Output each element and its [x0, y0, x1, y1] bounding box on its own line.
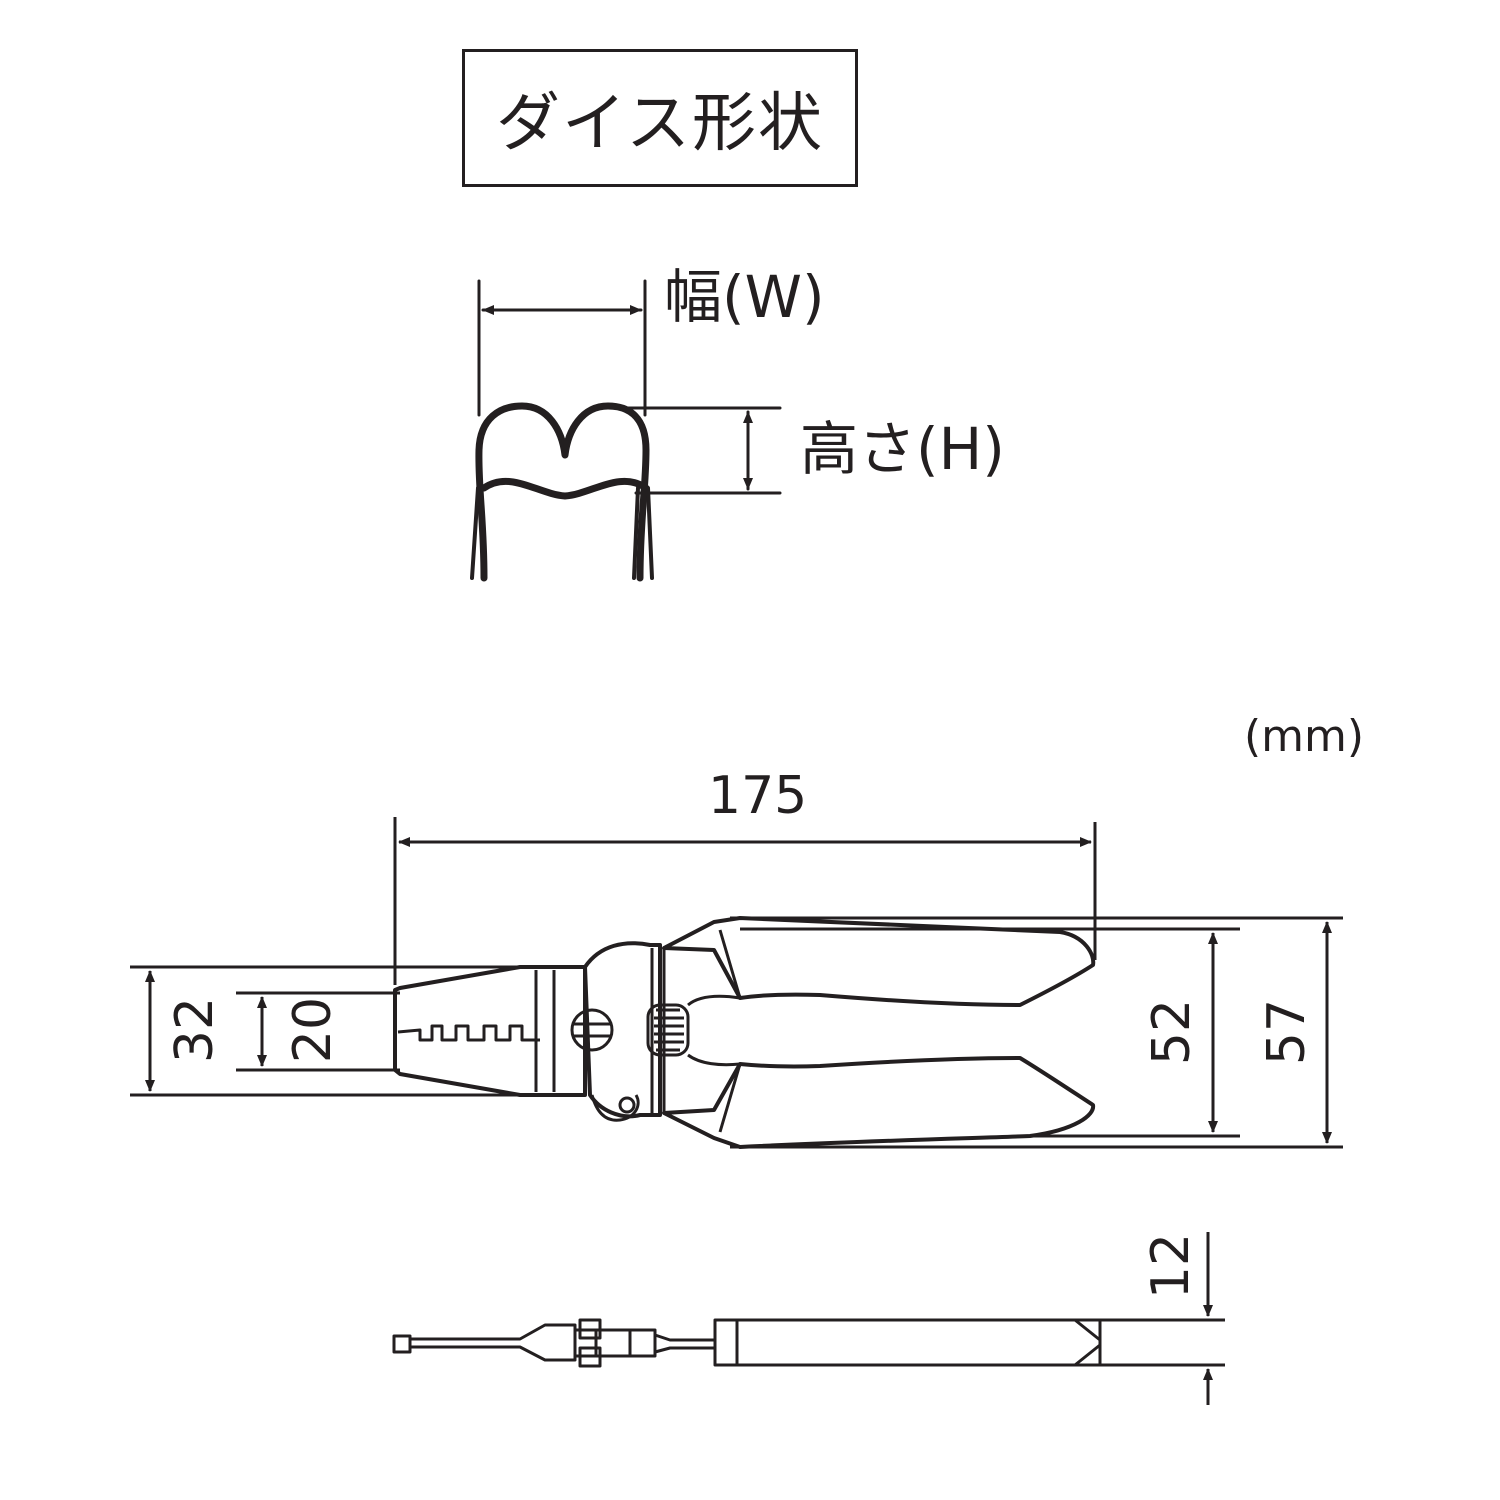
- height-label: 高さ(H): [800, 415, 1005, 483]
- handle-outer-span-label: 57: [1257, 998, 1318, 1066]
- unit-label: (mm): [1244, 711, 1365, 762]
- plier-front-view: [130, 817, 1343, 1149]
- die-shape-profile: [470, 279, 782, 582]
- jaw-outer-height-label: 32: [165, 996, 226, 1064]
- overall-length-label: 175: [708, 766, 808, 826]
- width-label: 幅(W): [664, 263, 825, 331]
- die-shape-title: ダイス形状: [462, 49, 858, 187]
- jaw-inner-height-label: 20: [283, 996, 344, 1064]
- plier-side-view: [392, 1232, 1225, 1405]
- handle-inner-span-label: 52: [1142, 998, 1203, 1066]
- thickness-label: 12: [1141, 1232, 1202, 1300]
